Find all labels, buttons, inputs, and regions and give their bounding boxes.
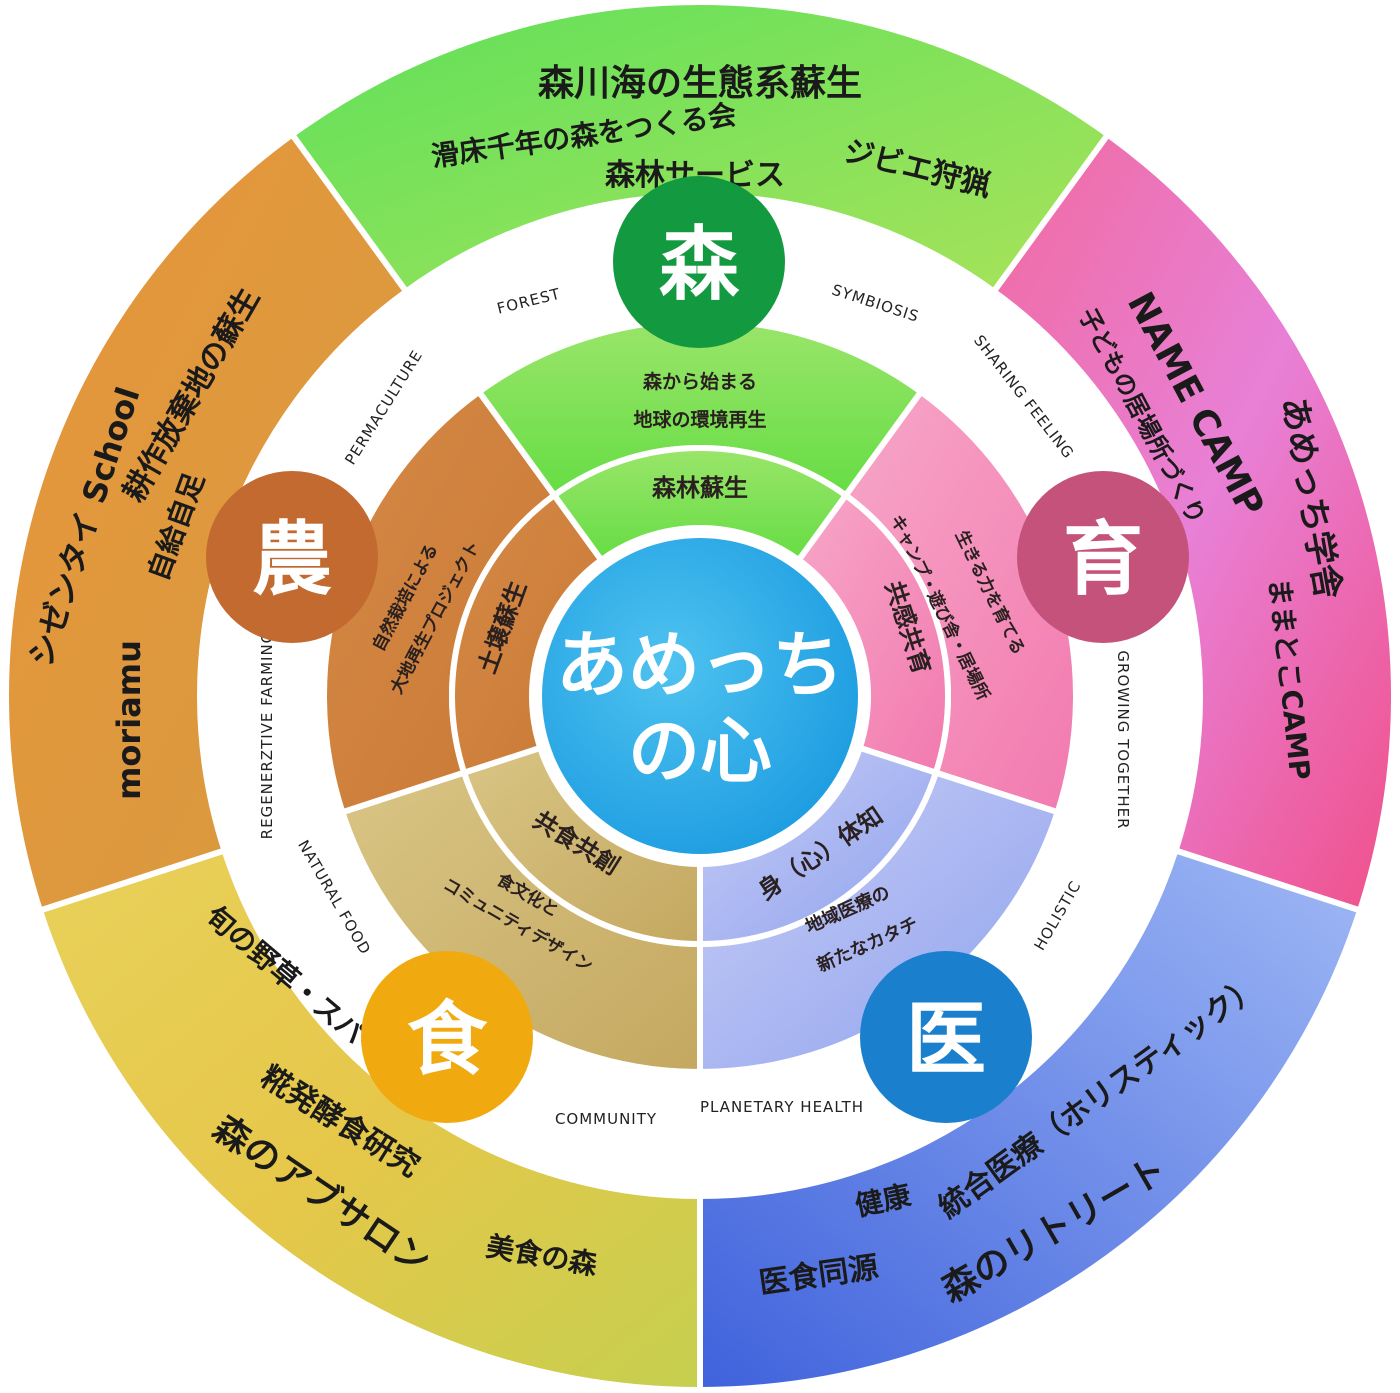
ring-label-community: COMMUNITY	[555, 1110, 657, 1128]
forest-inner-label: 森林蘇生	[652, 474, 748, 502]
middle-ring	[321, 317, 1079, 1076]
hub-food: 食	[361, 951, 533, 1123]
hub-agriculture: 農	[206, 471, 378, 643]
ring-label-growing-together: GROWING TOGETHER	[1114, 650, 1132, 829]
hub-medical: 医	[860, 951, 1032, 1123]
ring-label-regenerative-farming: REGENERZTIVE FARMING	[258, 631, 276, 840]
ring-label-planetary-health: PLANETARY HEALTH	[700, 1098, 864, 1116]
hub-food-label: 食	[407, 993, 488, 1086]
center-title-line2: の心	[628, 709, 772, 793]
forest-outer-line1: 森川海の生態系蘇生	[538, 63, 862, 104]
forest-middle-line1: 森から始まる	[643, 370, 757, 393]
agriculture-outer-line4: moriamu	[110, 640, 148, 800]
hub-education: 育	[1017, 471, 1189, 643]
outer-ring	[3, 0, 1397, 1393]
center-circle	[542, 538, 858, 854]
hub-education-label: 育	[1063, 513, 1143, 606]
center-title-line1: あめっち	[556, 623, 844, 707]
hub-forest: 森	[613, 176, 785, 348]
hub-forest-label: 森	[659, 218, 740, 311]
forest-middle-line2: 地球の環境再生	[633, 408, 766, 431]
hub-medical-label: 医	[906, 993, 986, 1086]
hub-agriculture-label: 農	[252, 513, 332, 606]
